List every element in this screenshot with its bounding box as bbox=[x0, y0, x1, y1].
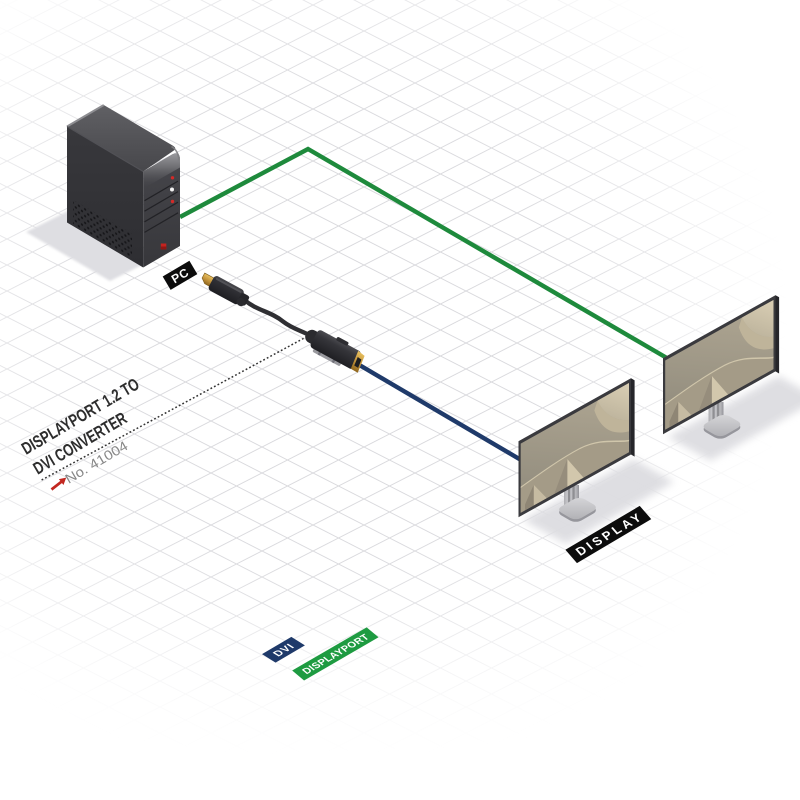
pc-drive-bays bbox=[144, 180, 179, 233]
displayport-cable-line bbox=[178, 146, 668, 360]
pc-tower bbox=[66, 104, 180, 268]
dvi-coupler-body bbox=[310, 330, 361, 369]
dvi-cable-line bbox=[354, 361, 523, 462]
grid-fade-bottom bbox=[0, 560, 800, 800]
leader-dotted-line bbox=[41, 335, 309, 481]
pc-led-white bbox=[170, 187, 174, 192]
dp-plug-body bbox=[208, 276, 244, 305]
pc-vents bbox=[73, 200, 132, 258]
pc-led-red-2 bbox=[170, 199, 175, 204]
adapter-cable bbox=[243, 298, 311, 338]
pc-led-red-1 bbox=[170, 176, 175, 180]
pc-shadow bbox=[26, 209, 156, 281]
product-number-arrow bbox=[50, 477, 67, 491]
dp-dvi-adapter bbox=[201, 272, 365, 373]
